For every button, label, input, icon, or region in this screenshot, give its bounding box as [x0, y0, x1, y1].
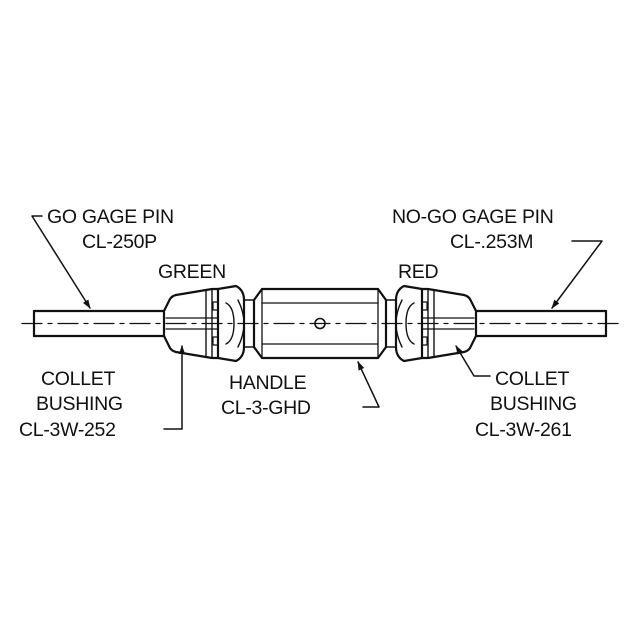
handle-leader-arrow: [357, 361, 380, 408]
red-label: RED: [398, 261, 438, 283]
go-pin-part-label: CL-250P: [82, 231, 157, 253]
leader-lines: [31, 215, 603, 430]
handle: [252, 287, 388, 360]
nogo-pin-leader-arrow: [551, 240, 603, 309]
handle-name-label: HANDLE: [229, 372, 307, 394]
go-pin-leader-arrow: [31, 215, 91, 309]
left-collet-part-label: CL-3W-252: [19, 419, 116, 441]
nogo-pin-part-label: CL-.253M: [450, 231, 533, 253]
right-collet-leader-arrow: [455, 345, 491, 377]
right-collet-part-label: CL-3W-261: [475, 419, 572, 441]
nogo-pin-name-label: NO-GO GAGE PIN: [392, 206, 554, 228]
handle-part-label: CL-3-GHD: [221, 397, 311, 419]
left-collet-label-line2: BUSHING: [36, 393, 123, 415]
green-label: GREEN: [158, 261, 226, 283]
left-collet-leader-arrow: [163, 345, 186, 430]
right-collet-label-line2: BUSHING: [490, 393, 577, 415]
go-pin-name-label: GO GAGE PIN: [47, 206, 174, 228]
right-collet-label-line1: COLLET: [495, 368, 569, 390]
left-collet-label-line1: COLLET: [41, 368, 115, 390]
left-collet-bushing: [162, 284, 255, 363]
